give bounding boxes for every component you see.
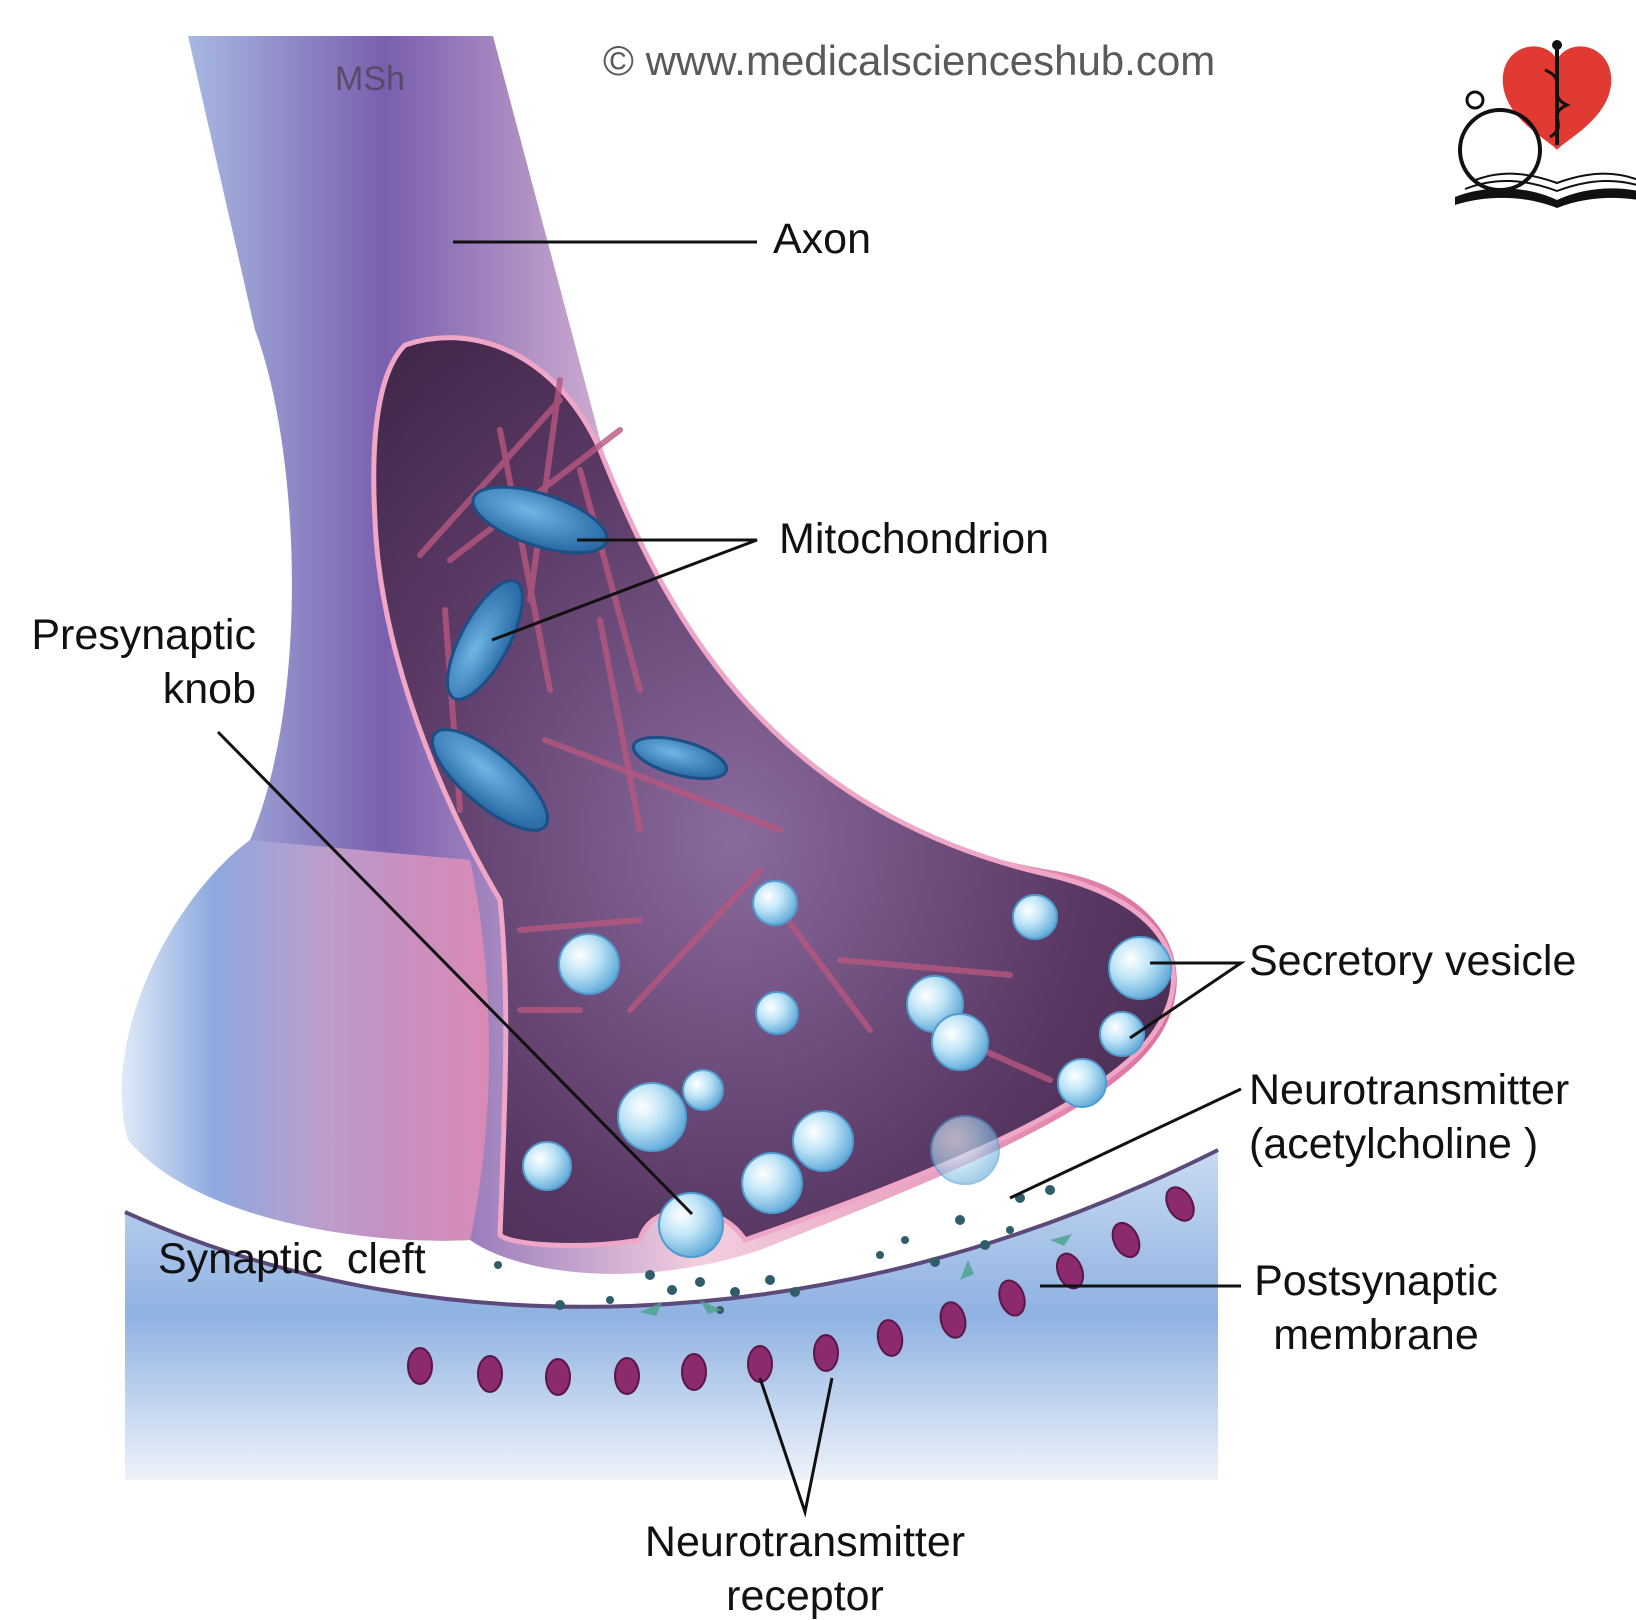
vesicle	[752, 880, 798, 926]
postsynaptic-cell	[125, 1150, 1218, 1480]
neurotransmitter-molecules	[494, 1185, 1055, 1314]
book-icon	[1455, 188, 1636, 208]
receptor	[813, 1334, 839, 1372]
mitochondrion	[430, 728, 550, 832]
vesicle	[617, 1082, 687, 1152]
vesicle	[930, 1115, 1000, 1185]
receptor	[1111, 1221, 1141, 1259]
neurotransmitter-label-line2: (acetylcholine )	[1249, 1120, 1539, 1168]
mitochondrion	[631, 735, 729, 781]
synaptic-cleft-label: Synaptic cleft	[158, 1235, 426, 1283]
receptor	[876, 1319, 904, 1357]
receptor	[747, 1345, 773, 1383]
neurotransmitter-receptor-label-line1: Neurotransmitter	[644, 1518, 966, 1566]
copyright-watermark: © www.medicalscienceshub.com	[603, 37, 1216, 84]
mitochondrion-label: Mitochondrion	[779, 515, 1050, 563]
neurotransmitter-label-line1: Neurotransmitter	[1249, 1066, 1570, 1114]
postsynaptic-membrane-label: Postsynaptic membrane	[1241, 1254, 1511, 1362]
vesicle	[931, 1013, 989, 1071]
receptor	[681, 1353, 707, 1391]
initials-watermark: MSh	[335, 60, 405, 98]
receptor	[939, 1301, 967, 1339]
neurotransmitter-receptor-label-line2: receptor	[726, 1572, 884, 1620]
vesicle	[1012, 894, 1058, 940]
mitochondria	[430, 485, 729, 832]
secretory-vesicle-leader	[1129, 961, 1246, 1040]
neurotransmitter-label: Neurotransmitter (acetylcholine )	[1249, 1063, 1569, 1171]
neurotransmitter-receptor-label: Neurotransmitter receptor	[625, 1515, 985, 1620]
vesicle	[558, 933, 620, 995]
leader-lines	[216, 240, 1246, 1518]
vesicle	[1057, 1058, 1107, 1108]
axon-label: Axon	[773, 215, 872, 263]
presynaptic-knob-leader	[216, 730, 694, 1216]
receptor	[998, 1279, 1026, 1317]
neurotransmitter-receptors	[407, 1186, 1195, 1396]
receptor	[407, 1347, 433, 1385]
presynaptic-knob-label-line2: knob	[162, 665, 256, 713]
receptor	[477, 1355, 503, 1393]
receptor-leader	[758, 1377, 834, 1518]
vesicle	[755, 991, 799, 1035]
receptor	[1165, 1186, 1195, 1222]
postsynaptic-membrane-line	[124, 1148, 1219, 1309]
mitochondrion-leader	[491, 538, 758, 642]
stethoscope-icon	[1458, 108, 1542, 192]
vesicle	[1099, 1011, 1145, 1057]
mitochondrion	[445, 579, 525, 701]
vesicle	[1108, 936, 1172, 1000]
vesicle	[682, 1069, 724, 1111]
vesicle	[658, 1192, 724, 1258]
presynaptic-knob-label-line1: Presynaptic	[31, 611, 256, 659]
secretory-vesicles	[522, 880, 1172, 1258]
secretory-vesicle-label: Secretory vesicle	[1249, 937, 1577, 985]
receptor	[614, 1357, 640, 1395]
vesicle	[522, 1141, 572, 1191]
neurotransmitter-leader	[1009, 1087, 1242, 1200]
logo	[1455, 40, 1636, 208]
receptor	[545, 1358, 571, 1396]
postsynaptic-membrane-label-line1: Postsynaptic	[1254, 1257, 1498, 1305]
postsynaptic-membrane-label-line2: membrane	[1273, 1311, 1479, 1359]
presynaptic-knob-label: Presynaptic knob	[10, 608, 256, 716]
vesicle	[741, 1152, 803, 1214]
mitochondrion	[471, 485, 609, 555]
vesicle	[792, 1110, 854, 1172]
receptor	[1055, 1252, 1085, 1290]
